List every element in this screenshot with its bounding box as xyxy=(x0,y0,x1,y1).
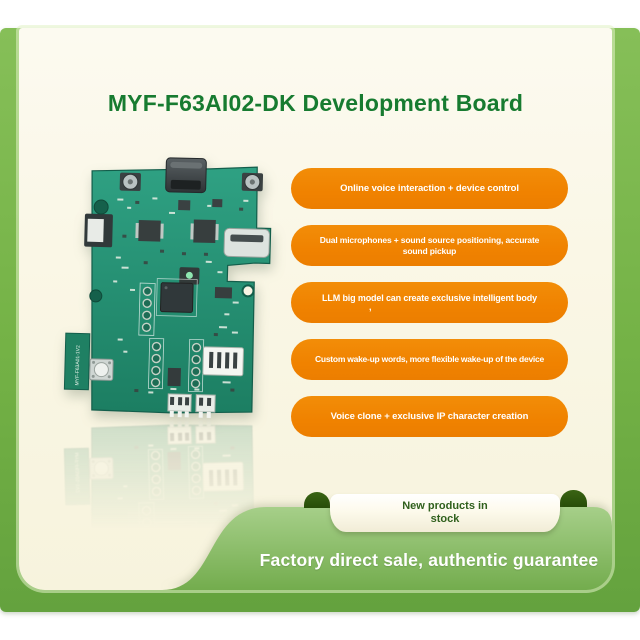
feature-label: sound pickup xyxy=(402,245,457,256)
new-products-ribbon: New products in stock xyxy=(330,494,560,532)
mounting-hole xyxy=(241,284,255,298)
microphone-right xyxy=(241,172,264,192)
feature-label: LLM big model can create exclusive intel… xyxy=(322,293,537,304)
feature-label: Dual microphones + sound source position… xyxy=(319,234,540,245)
feature-list: Online voice interaction + device contro… xyxy=(291,168,568,453)
usb-c-connector xyxy=(165,157,207,194)
pcb-left-tab xyxy=(63,332,91,391)
ribbon-line: stock xyxy=(430,513,460,525)
ribbon-line: New products in xyxy=(402,499,488,512)
ribbon-curl-left xyxy=(304,492,330,508)
feature-label: Online voice interaction + device contro… xyxy=(340,182,519,194)
solder-pad xyxy=(93,199,109,215)
feature-label-overflow: , xyxy=(369,301,372,312)
bottom-connectors xyxy=(167,393,216,418)
pin-headers xyxy=(138,282,205,393)
pcb-product-image: MYF-F63A01-1V2 xyxy=(63,157,272,418)
banner-slogan: Factory direct sale, authentic guarantee xyxy=(259,550,599,570)
ic-chips xyxy=(135,198,233,317)
page-title: MYF-F63AI02-DK Development Board xyxy=(107,90,524,116)
feature-label: Custom wake-up words, more flexible wake… xyxy=(314,354,544,365)
tactile-button xyxy=(89,358,114,381)
feature-pill-dual-microphones: Dual microphones + sound source position… xyxy=(291,225,568,266)
feature-pill-voice-clone: Voice clone + exclusive IP character cre… xyxy=(291,396,568,437)
silkscreen-marks xyxy=(113,197,249,394)
white-4pin-connector xyxy=(202,346,244,377)
pcb-silkscreen-text: MYF-F63A01-1V2 xyxy=(74,345,81,386)
feature-pill-custom-wakeup: Custom wake-up words, more flexible wake… xyxy=(291,339,568,380)
solder-pad xyxy=(89,289,103,303)
microphone-left xyxy=(119,172,141,192)
feature-pill-llm-model: LLM big model can create exclusive intel… xyxy=(291,282,568,323)
feature-label: Voice clone + exclusive IP character cre… xyxy=(330,410,529,422)
ribbon-curl-right xyxy=(560,490,587,507)
micro-usb-connector xyxy=(223,227,270,258)
side-connector xyxy=(84,213,113,248)
smd-component xyxy=(167,367,181,387)
product-card: MYF-F63AI02-DK Development Board MYF-F63… xyxy=(19,28,612,590)
smd-specks xyxy=(122,200,244,393)
feature-pill-voice-interaction: Online voice interaction + device contro… xyxy=(291,168,568,209)
